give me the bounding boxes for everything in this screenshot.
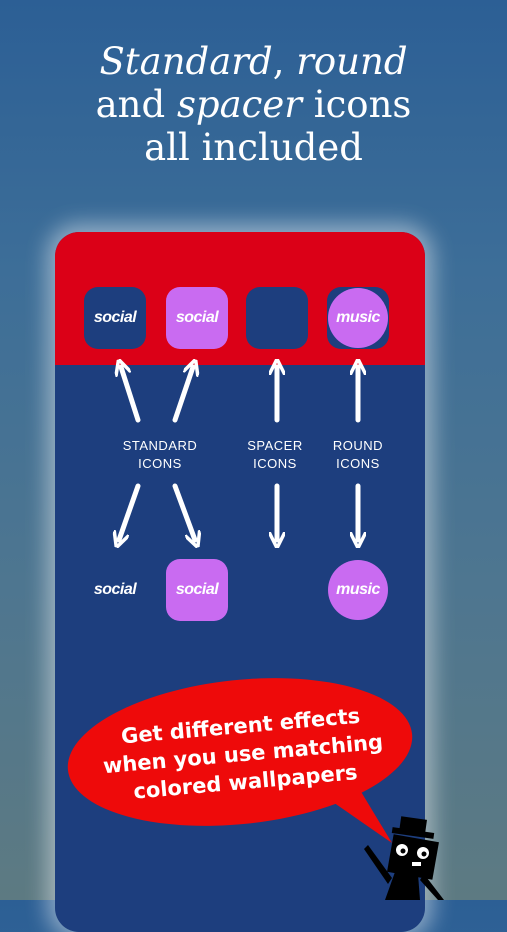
headline-word-icons: icons xyxy=(301,83,412,126)
headline-word-round: round xyxy=(296,40,408,83)
phone-mockup: social social music STANDARD ICONS SPACE… xyxy=(55,232,425,932)
arrow-down-icon xyxy=(119,483,141,540)
spacer-icons-label: SPACER ICONS xyxy=(235,437,315,473)
social-pink-icon[interactable]: social xyxy=(166,287,228,349)
headline-word-and: and xyxy=(95,83,177,126)
label-line: ICONS xyxy=(336,456,380,471)
label-line: ROUND xyxy=(332,438,384,453)
spacer-icon[interactable] xyxy=(246,287,308,349)
music-round-icon-bottom[interactable]: music xyxy=(328,560,388,620)
headline-line-1: Standard, round xyxy=(0,40,507,83)
arrow-up-icon xyxy=(121,367,141,423)
label-line: ICONS xyxy=(138,456,182,471)
arrow-down-icon xyxy=(172,483,195,540)
standard-icons-label: STANDARD ICONS xyxy=(105,437,215,473)
round-icons-label: ROUND ICONS xyxy=(319,437,397,473)
headline-line-3: all included xyxy=(144,126,363,169)
headline-comma: , xyxy=(272,40,297,83)
social-pink-icon-bottom[interactable]: social xyxy=(166,559,228,621)
headline: Standard, round and spacer icons all inc… xyxy=(0,40,507,169)
arrow-up-icon xyxy=(172,367,193,423)
label-line: ICONS xyxy=(253,456,297,471)
icon-label: social xyxy=(93,581,137,598)
icon-label: social xyxy=(175,581,219,598)
music-round-icon: music xyxy=(328,288,388,348)
arrows-layer xyxy=(55,232,425,932)
social-standard-icon[interactable]: social xyxy=(84,287,146,349)
music-round-icon-tile[interactable]: music xyxy=(327,287,389,349)
headline-word-spacer: spacer xyxy=(176,83,302,126)
headline-word-standard: Standard xyxy=(99,40,273,83)
label-line: SPACER xyxy=(247,438,303,453)
icon-label: social xyxy=(175,309,219,326)
label-line: STANDARD xyxy=(122,438,198,453)
icon-label: music xyxy=(336,581,380,598)
icon-label: social xyxy=(93,309,137,326)
icon-label: music xyxy=(336,309,380,326)
social-transparent-icon[interactable]: social xyxy=(84,559,146,621)
headline-line-2: and spacer icons xyxy=(0,83,507,126)
